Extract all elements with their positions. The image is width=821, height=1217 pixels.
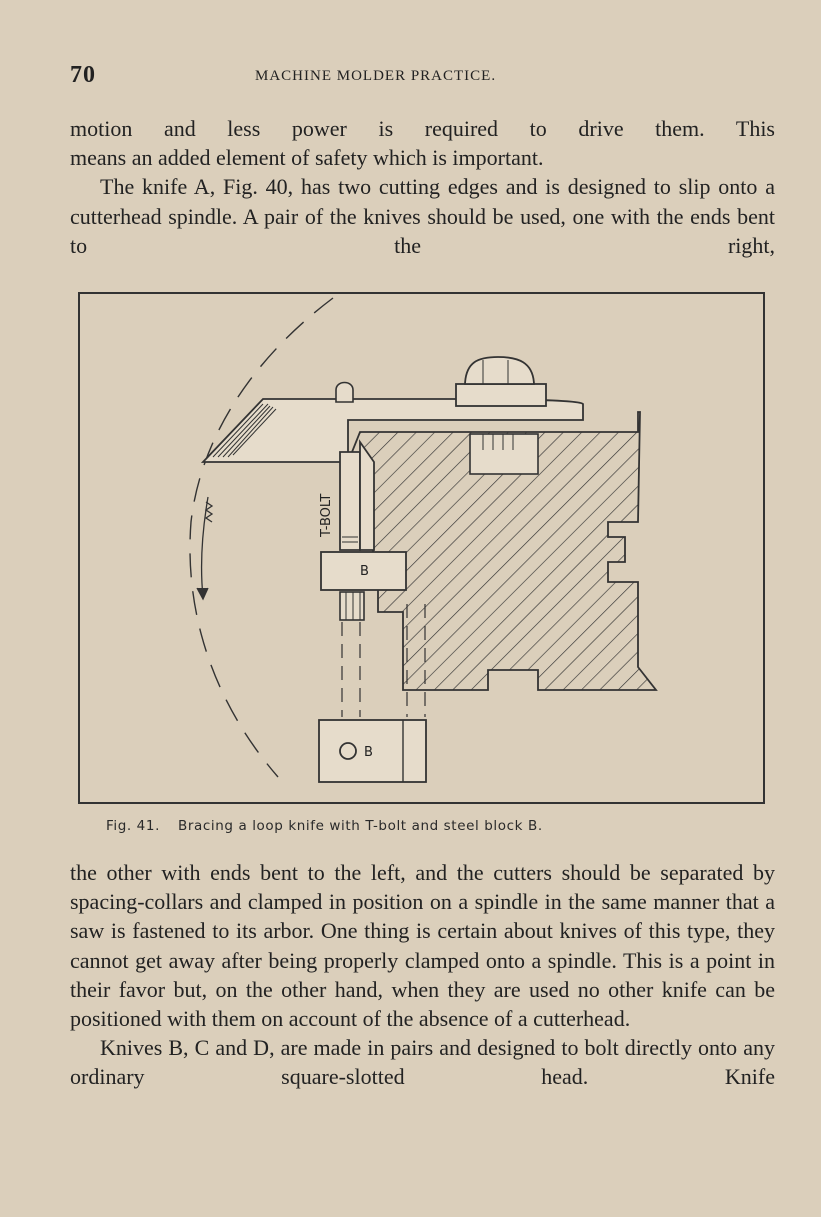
rotation-arrow-icon	[196, 496, 214, 601]
tbolt-shank	[339, 439, 375, 551]
body-text-bottom: the other with ends bent to the left, an…	[70, 858, 775, 1092]
tbolt-head	[335, 381, 354, 403]
label-b-upper: B	[360, 564, 369, 579]
paragraph-2: The knife A, Fig. 40, has two cutting ed…	[70, 174, 775, 258]
label-b-lower: B	[364, 745, 373, 760]
figure-41-drawing: B B T-BOLT	[189, 297, 658, 783]
figure-frame	[78, 292, 765, 804]
lower-nut	[339, 591, 365, 621]
running-head: MACHINE MOLDER PRACTICE.	[255, 68, 497, 84]
caption-text: Bracing a loop knife with T-bolt and ste…	[177, 818, 543, 834]
projection-lines	[341, 604, 426, 717]
block-b-lower	[318, 719, 427, 783]
paragraph-3: the other with ends bent to the left, an…	[70, 860, 775, 1032]
figure-caption: Fig. 41. Bracing a loop knife with T-bolt…	[106, 818, 543, 834]
page-number: 70	[70, 62, 96, 88]
caption-number: Fig. 41.	[106, 818, 160, 834]
cutting-circle-arc	[189, 297, 334, 778]
label-tbolt: T-BOLT	[319, 494, 334, 538]
cutterhead-body	[347, 411, 658, 691]
paragraph-1-line-2: means an added element of safety which i…	[70, 145, 544, 171]
block-b-upper	[320, 551, 407, 591]
paragraph-4: Knives B, C and D, are made in pairs and…	[70, 1035, 775, 1090]
top-nut	[455, 356, 547, 407]
body-text-top: motion and less power is required to dri…	[70, 114, 775, 260]
paragraph-1-line-1: motion and less power is required to dri…	[70, 116, 775, 141]
